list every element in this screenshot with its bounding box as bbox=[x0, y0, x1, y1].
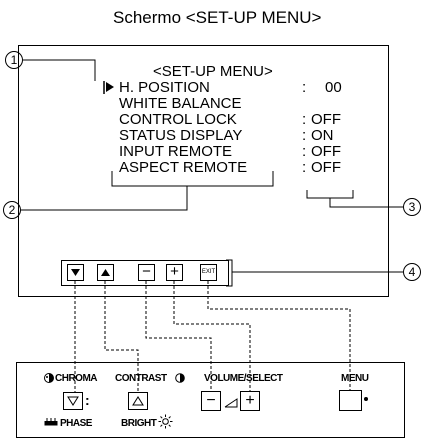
volume-ramp-icon bbox=[224, 398, 238, 408]
chroma-icon bbox=[44, 373, 54, 383]
onscreen-down-button bbox=[67, 264, 84, 281]
brightness-sun-icon bbox=[158, 414, 173, 429]
menu-title: <SET-UP MENU> bbox=[153, 63, 273, 80]
callout-4: 4 bbox=[403, 263, 421, 281]
menu-item-colon-status-display: : bbox=[302, 127, 307, 144]
onscreen-exit-button: EXIT bbox=[200, 264, 217, 281]
menu-item-value-input-remote: OFF bbox=[311, 143, 341, 160]
triangle-up-icon bbox=[101, 269, 110, 276]
contrast-icon bbox=[175, 373, 185, 383]
menu-item-label-h-position: H. POSITION bbox=[119, 79, 210, 96]
menu-item-label-control-lock: CONTROL LOCK bbox=[119, 111, 237, 128]
triangle-down-outline-icon bbox=[67, 396, 79, 406]
menu-item-colon-input-remote: : bbox=[302, 143, 307, 160]
menu-item-value-h-position: 00 bbox=[325, 79, 342, 96]
menu-item-label-status-display: STATUS DISPLAY bbox=[119, 127, 243, 144]
phase-label: PHASE bbox=[60, 418, 92, 429]
menu-item-colon-h-position: : bbox=[302, 79, 307, 96]
onscreen-plus-button: + bbox=[166, 264, 183, 281]
callout-1: 1 bbox=[5, 51, 23, 69]
diagram-title: Schermo <SET-UP MENU> bbox=[113, 8, 322, 27]
bright-label: BRIGHT bbox=[121, 418, 157, 429]
onscreen-minus-button: − bbox=[138, 264, 155, 281]
triangle-up-outline-icon bbox=[132, 396, 144, 406]
phase-icon bbox=[44, 417, 58, 426]
menu-item-value-control-lock: OFF bbox=[311, 111, 341, 128]
contrast-bright-up-button[interactable] bbox=[128, 392, 148, 410]
volume-plus-button[interactable]: + bbox=[240, 391, 260, 411]
menu-item-colon-control-lock: : bbox=[302, 111, 307, 128]
callout-3: 3 bbox=[403, 198, 421, 216]
onscreen-up-button bbox=[97, 264, 114, 281]
menu-item-value-aspect-remote: OFF bbox=[311, 159, 341, 176]
menu-item-value-status-display: ON bbox=[311, 127, 334, 144]
volume-select-label: VOLUME/SELECT bbox=[204, 373, 283, 384]
menu-label: MENU bbox=[341, 373, 369, 384]
volume-minus-button[interactable]: − bbox=[201, 391, 221, 411]
chroma-label: CHROMA bbox=[55, 373, 98, 384]
triangle-down-icon bbox=[71, 269, 80, 276]
menu-item-label-aspect-remote: ASPECT REMOTE bbox=[119, 159, 248, 176]
button-pair-colon: : bbox=[85, 392, 90, 408]
cursor-arrow-icon bbox=[103, 80, 117, 94]
menu-button[interactable] bbox=[339, 390, 362, 411]
menu-item-colon-aspect-remote: : bbox=[302, 159, 307, 176]
menu-item-label-white-balance: WHITE BALANCE bbox=[119, 95, 242, 112]
menu-dot-icon bbox=[364, 397, 368, 401]
contrast-label: CONTRAST bbox=[115, 373, 167, 384]
chroma-phase-down-button[interactable] bbox=[63, 392, 83, 410]
menu-item-label-input-remote: INPUT REMOTE bbox=[119, 143, 233, 160]
callout-2: 2 bbox=[3, 201, 21, 219]
